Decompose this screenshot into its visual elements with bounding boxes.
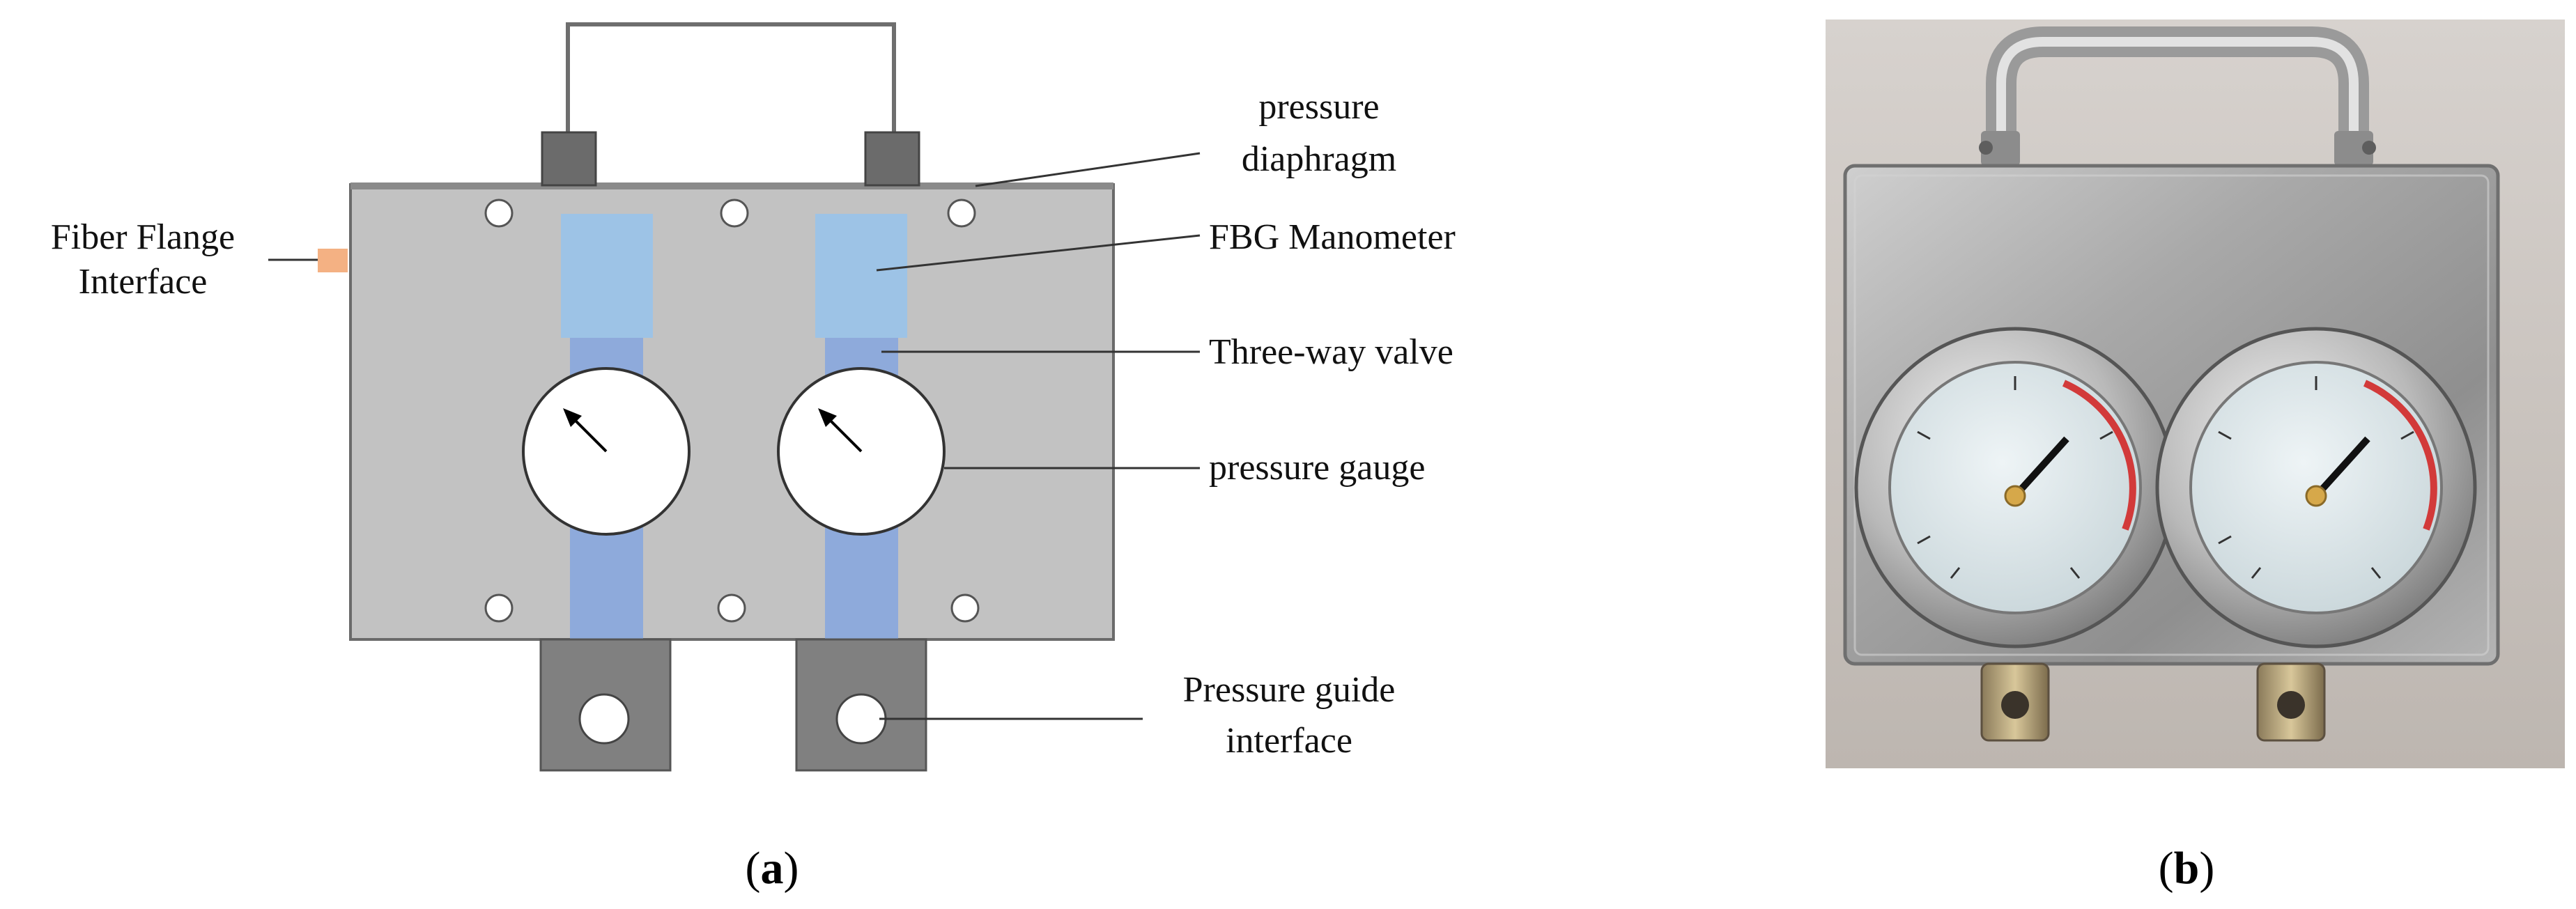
leader-diaphragm	[975, 152, 1201, 187]
housing-top-edge	[350, 182, 1113, 189]
photo-needle	[2012, 436, 2069, 499]
bolt-hole	[484, 593, 514, 623]
label-three-way-valve: Three-way valve	[1209, 332, 1453, 372]
bolt-hole	[950, 593, 980, 623]
label-fiber-flange-line2: Interface	[79, 262, 208, 302]
pressure-guide-right	[795, 638, 927, 772]
fiber-flange	[318, 249, 348, 272]
label-pressure-gauge: pressure gauge	[1209, 448, 1425, 488]
leader-fbg	[876, 234, 1201, 272]
panel-b-photo	[1826, 20, 2565, 768]
fbg-manometer-right	[815, 214, 907, 338]
pressure-guide-left	[539, 638, 672, 772]
pressure-gauge-right	[777, 367, 946, 536]
caption-a: (a)	[746, 843, 799, 894]
label-pressure-guide-line1: Pressure guide	[1183, 670, 1396, 710]
arrow-icon	[563, 408, 582, 427]
caption-b: (b)	[2159, 843, 2215, 894]
panel-a-diagram: Fiber Flange Interface pressure diaphrag…	[51, 22, 1456, 772]
bolt-hole	[947, 199, 976, 228]
connecting-pipe	[566, 22, 896, 138]
photo-gauge-left	[1854, 327, 2176, 648]
arrow-icon	[818, 408, 837, 427]
bolt-hole	[484, 199, 514, 228]
pressure-gauge-left	[522, 367, 691, 536]
label-fiber-flange-line1: Fiber Flange	[51, 217, 235, 257]
label-pressure-guide-line2: interface	[1226, 721, 1352, 761]
photo-fitting-left	[1980, 662, 2050, 742]
carry-handle	[1979, 26, 2376, 166]
bolt-holes	[484, 199, 980, 623]
photo-gauge-right	[2155, 327, 2477, 648]
bolt-hole	[720, 199, 749, 228]
diaphragm-block-right	[864, 131, 920, 187]
label-fbg-manometer: FBG Manometer	[1209, 217, 1456, 257]
leader-lines	[268, 152, 1201, 720]
bolt-hole	[717, 593, 746, 623]
fbg-manometer-left	[561, 214, 653, 338]
label-pressure-diaphragm-line1: pressure	[1258, 87, 1379, 127]
diaphragm-block-left	[541, 131, 597, 187]
photo-needle	[2313, 436, 2370, 499]
housing	[349, 183, 1115, 641]
photo-fitting-right	[2256, 662, 2326, 742]
label-pressure-diaphragm-line2: diaphragm	[1242, 139, 1396, 179]
